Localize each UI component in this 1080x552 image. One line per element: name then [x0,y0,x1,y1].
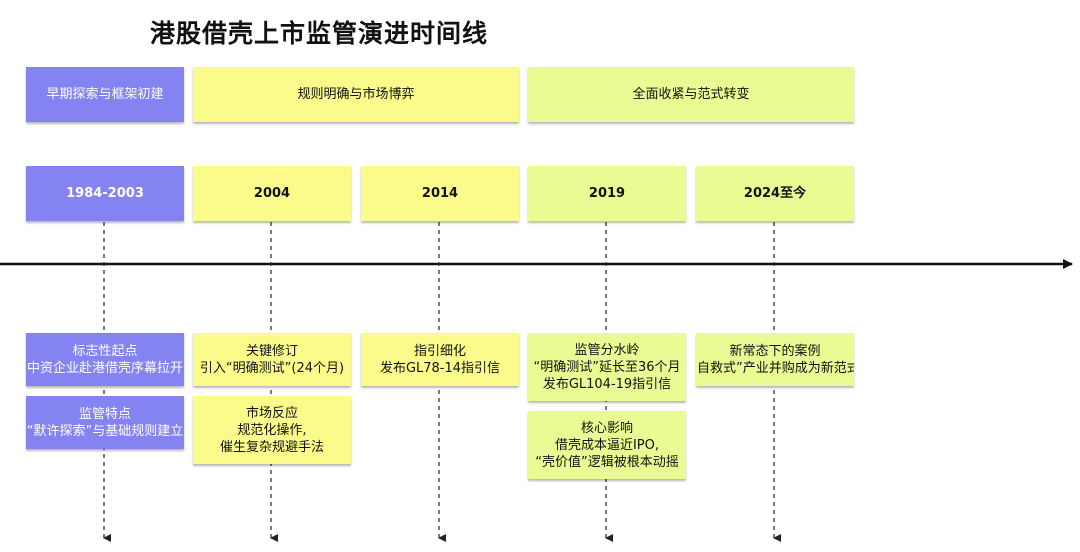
detail-heading: 市场反应 [245,405,298,421]
year-box-2019: 2019 [528,166,686,221]
year-box-2024: 2024至今 [696,166,854,221]
phase-box-tightening: 全面收紧与范式转变 [528,67,854,122]
phase-box-rules: 规则明确与市场博弈 [193,67,519,122]
detail-text: 中资企业赴港借壳序幕拉开 [26,360,183,376]
detail-text: “壳价值”逻辑被根本动摇 [535,454,679,470]
detail-text: “明确测试”延长至36个月 [533,359,681,375]
detail-box-new-normal-cases: 新常态下的案例 “自救式”产业并购成为新范式 [696,333,854,386]
detail-box-landmark-start: 标志性起点 中资企业赴港借壳序幕拉开 [26,333,184,386]
page-title: 港股借壳上市监管演进时间线 [150,19,489,48]
detail-text: 借壳成本逼近IPO, [554,437,660,453]
detail-box-watershed: 监管分水岭 “明确测试”延长至36个月 发布GL104-19指引信 [528,333,686,401]
detail-heading: 关键修订 [245,343,298,359]
year-label-2014: 2014 [421,186,459,201]
year-box-2014: 2014 [361,166,519,221]
detail-heading: 新常态下的案例 [729,343,821,359]
year-label-2004: 2004 [253,186,291,201]
year-label-2024: 2024至今 [743,186,807,201]
detail-heading: 监管分水岭 [574,342,640,358]
detail-text: 发布GL78-14指引信 [379,360,501,376]
detail-text: 引入“明确测试”(24个月) [199,360,345,376]
phase-label-early: 早期探索与框架初建 [46,87,164,102]
detail-box-core-impact: 核心影响 借壳成本逼近IPO, “壳价值”逻辑被根本动摇 [528,411,686,479]
detail-heading: 标志性起点 [72,343,138,359]
year-box-2004: 2004 [193,166,351,221]
detail-text: “自救式”产业并购成为新范式 [696,360,854,376]
detail-box-regulatory-features: 监管特点 “默许探索”与基础规则建立 [26,396,184,449]
phase-label-tightening: 全面收紧与范式转变 [632,87,750,102]
year-label-2019: 2019 [588,186,626,201]
detail-box-key-revision: 关键修订 引入“明确测试”(24个月) [193,333,351,386]
detail-heading: 核心影响 [580,420,633,436]
detail-heading: 监管特点 [78,406,131,422]
detail-heading: 指引细化 [413,343,466,359]
detail-text: 催生复杂规避手法 [219,439,324,455]
detail-box-market-reaction: 市场反应 规范化操作, 催生复杂规避手法 [193,396,351,464]
phase-label-rules: 规则明确与市场博弈 [297,87,415,102]
detail-text: 发布GL104-19指引信 [542,376,672,392]
year-label-1984-2003: 1984-2003 [66,186,144,201]
detail-text: 规范化操作, [237,422,307,438]
detail-text: “默许探索”与基础规则建立 [26,423,184,439]
year-box-1984-2003: 1984-2003 [26,166,184,221]
phase-box-early: 早期探索与框架初建 [26,67,184,122]
detail-box-guidance-refinement: 指引细化 发布GL78-14指引信 [361,333,519,386]
